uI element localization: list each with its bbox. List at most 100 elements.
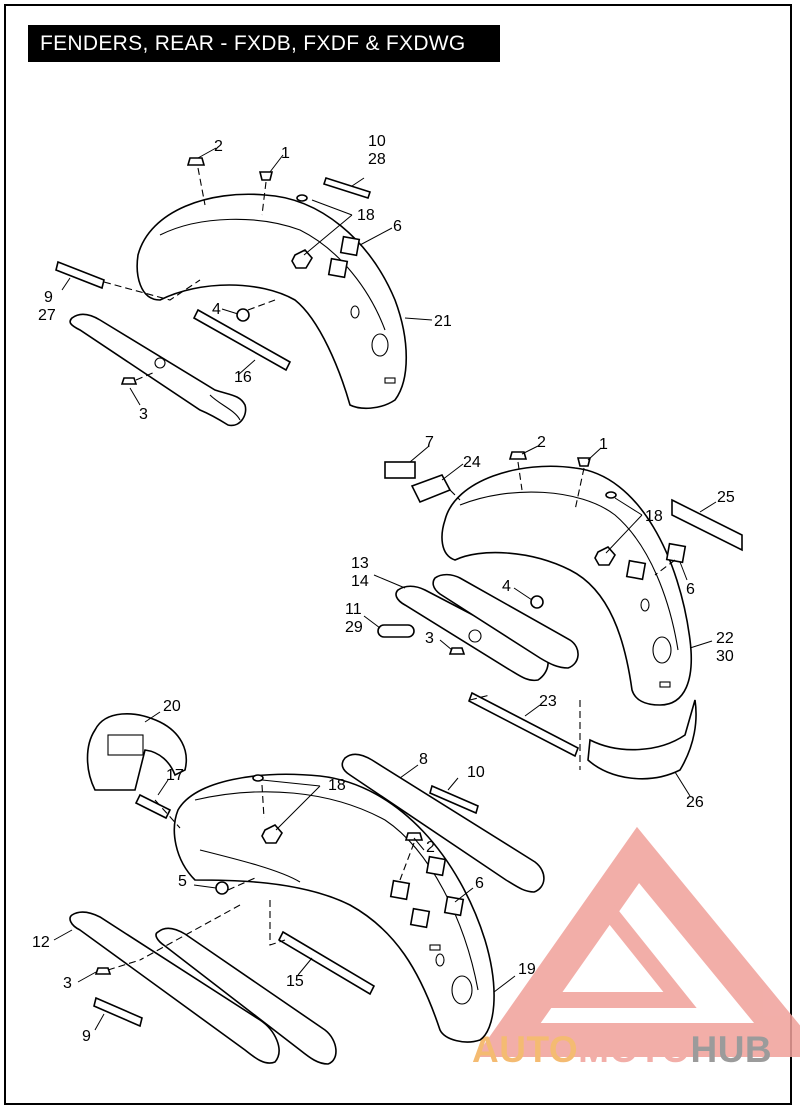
callout: 24 [463,454,481,471]
pad-6-top-a [339,235,361,257]
spacer-5-bottom [215,881,229,895]
plate-9-27 [55,260,105,290]
bolt-3-middle [448,647,466,655]
plug-2-top [186,157,206,166]
callout: 23 [539,693,557,710]
plug-1-middle [576,457,592,467]
callout: 2 [426,839,435,856]
callout: 16 [234,369,252,386]
svg-text:AUTOMOTOHUB: AUTOMOTOHUB [472,1029,772,1070]
washer-18-top [296,194,308,202]
pad-6-bottom-c [389,879,411,901]
bracket-17 [134,793,172,820]
callout: 19 [518,961,536,978]
reflector-7 [384,461,416,479]
callout: 3 [63,975,72,992]
nut-18-middle [594,546,616,566]
callout: 27 [38,307,56,324]
trim-26 [587,699,697,780]
callout: 8 [419,751,428,768]
spacer-4-top [236,308,250,322]
pad-6-bottom-d [409,907,431,929]
callout: 2 [537,434,546,451]
callout: 2 [214,138,223,155]
callout: 21 [434,313,452,330]
callout: 15 [286,973,304,990]
middle-fender-assembly [363,445,743,797]
callout: 7 [425,434,434,451]
callout: 6 [393,218,402,235]
callout: 9 [44,289,53,306]
callout: 26 [686,794,704,811]
bracket-arm-middle-b [432,573,579,669]
callout: 20 [163,698,181,715]
panel-25 [671,498,743,552]
strut-16 [192,308,292,372]
plate-10-28 [322,176,372,200]
callout: 18 [645,508,663,525]
callout: 10 [368,133,386,150]
callout: 18 [328,777,346,794]
reflector-24 [410,474,452,504]
watermark-text-hub: HUB [690,1029,772,1070]
nut-18-top [291,249,313,269]
strut-23 [468,691,579,758]
page-title: FENDERS, REAR - FXDB, FXDF & FXDWG [28,25,500,62]
plug-1-top [258,171,274,181]
callout: 25 [717,489,735,506]
callout: 22 [716,630,734,647]
plate-9-bottom [93,996,143,1028]
pad-6-bottom-b [443,895,465,917]
washer-18-bottom [252,774,264,782]
callout: 4 [502,578,511,595]
callout: 3 [425,630,434,647]
callout: 18 [357,207,375,224]
pad-6-top-b [327,257,349,279]
bolt-3-top [120,377,138,385]
bracket-arm-top [69,313,247,427]
watermark-text-moto: MOTO [578,1029,690,1070]
pad-6-middle-a [665,542,687,564]
top-callouts: 2 1 10 28 18 6 9 27 4 21 16 3 [38,133,452,423]
callout: 1 [599,436,608,453]
callout: 1 [281,145,290,162]
callout: 9 [82,1028,91,1045]
bracket-arm-middle-a [395,585,549,682]
plug-2-bottom [404,832,424,841]
callout: 11 [345,601,362,618]
fender-22 [441,465,692,706]
bottom-callouts: 20 17 18 8 10 2 5 6 12 3 15 19 9 [32,698,536,1045]
lens-11-29 [377,624,415,638]
callout: 17 [166,767,184,784]
callout: 13 [351,555,369,572]
arm-15-side [155,927,337,1065]
bottom-fender-assembly [53,711,545,1065]
fender-21 [136,193,407,410]
callout: 3 [139,406,148,423]
callout: 10 [467,764,485,781]
middle-callouts: 7 2 1 24 18 25 13 14 4 6 11 29 3 22 30 2… [345,434,735,811]
pad-6-bottom-a [425,855,447,877]
callout: 28 [368,151,386,168]
bolt-3-bottom [94,967,112,975]
callout: 30 [716,648,734,665]
watermark-text-auto: AUTO [472,1029,578,1070]
callout: 5 [178,873,187,890]
arm-8 [341,753,545,893]
fender-19 [173,773,495,1043]
callout: 4 [212,301,221,318]
arm-12 [69,911,280,1064]
arm-15-strut [277,930,376,996]
spacer-4-middle [530,595,544,609]
callout: 6 [686,581,695,598]
callout: 6 [475,875,484,892]
callout: 12 [32,934,50,951]
watermark-logo: AUTOMOTOHUB [472,826,800,1070]
pad-6-middle-b [625,559,647,581]
washer-18-middle [605,491,617,499]
callout: 14 [351,573,369,590]
mount-20 [86,713,187,791]
top-fender-assembly [55,147,433,427]
plate-10-bottom [429,784,479,815]
